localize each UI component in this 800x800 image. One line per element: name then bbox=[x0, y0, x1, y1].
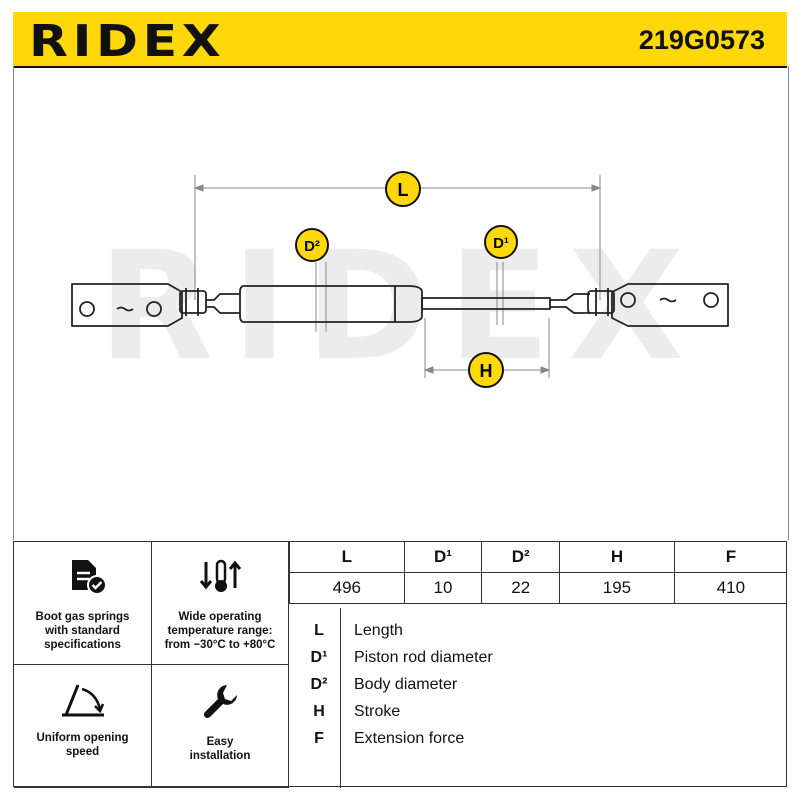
legend-description: Piston rod diameter bbox=[354, 649, 493, 666]
feature-standard-specs-text: Boot gas springs with standard specifica… bbox=[35, 611, 130, 651]
legend-code: D¹ bbox=[310, 649, 328, 666]
label-h: H bbox=[480, 361, 493, 381]
label-d1: D¹ bbox=[493, 235, 509, 252]
piston-rod bbox=[421, 297, 551, 310]
label-l: L bbox=[398, 180, 409, 200]
dim-value-d1: 10 bbox=[403, 572, 483, 604]
label-d2-badge bbox=[295, 228, 329, 262]
gas-spring-drawing: RIDEX L D² D¹ H bbox=[71, 171, 729, 394]
dimensions-legend: L Length D¹ Piston rod diameter D² Body … bbox=[289, 608, 787, 788]
legend-description: Extension force bbox=[354, 730, 465, 747]
dimensions-value-row: 496 10 22 195 410 bbox=[289, 572, 787, 604]
legend-row: H Stroke bbox=[289, 703, 787, 729]
body-diameter-dimension bbox=[315, 262, 327, 332]
legend-divider bbox=[340, 608, 341, 788]
legend-row: L Length bbox=[289, 622, 787, 648]
dim-value-h: 195 bbox=[559, 572, 675, 604]
dim-header-d2: D² bbox=[481, 542, 561, 573]
label-h-badge bbox=[468, 352, 504, 388]
legend-description: Stroke bbox=[354, 703, 401, 720]
legend-code: H bbox=[313, 703, 325, 720]
opening-angle-icon bbox=[62, 684, 105, 717]
dim-value-d2: 22 bbox=[481, 572, 561, 604]
drawing-frame bbox=[13, 66, 789, 540]
legend-code: D² bbox=[310, 676, 328, 693]
dim-header-h: H bbox=[559, 542, 675, 573]
legend-row: D² Body diameter bbox=[289, 676, 787, 702]
brand-logo: RIDEX bbox=[29, 16, 226, 67]
header-bar: RIDEX 219G0573 bbox=[13, 12, 787, 68]
dim-value-l: 496 bbox=[289, 572, 405, 604]
dim-header-l: L bbox=[289, 542, 405, 573]
temperature-arrows-icon bbox=[199, 559, 242, 592]
label-d1-badge bbox=[484, 225, 518, 259]
feature-opening-speed: Uniform opening speed bbox=[14, 665, 152, 788]
cylinder-body bbox=[239, 285, 423, 323]
feature-standard-specs: Boot gas springs with standard specifica… bbox=[14, 542, 152, 665]
feature-easy-installation: Easy installation bbox=[152, 665, 289, 788]
left-bracket bbox=[71, 283, 183, 327]
legend-code: L bbox=[314, 622, 324, 639]
legend-code: F bbox=[314, 730, 324, 747]
legend-description: Body diameter bbox=[354, 676, 458, 693]
label-d2: D² bbox=[304, 238, 320, 255]
legend-row: D¹ Piston rod diameter bbox=[289, 649, 787, 675]
part-number: 219G0573 bbox=[638, 25, 765, 55]
gas-spring bbox=[71, 283, 729, 327]
feature-opening-speed-text: Uniform opening speed bbox=[36, 732, 129, 758]
dim-header-f: F bbox=[673, 542, 787, 573]
feature-easy-installation-text: Easy installation bbox=[189, 736, 251, 762]
label-l-badge bbox=[385, 171, 421, 207]
right-bracket bbox=[611, 283, 729, 327]
legend-row: F Extension force bbox=[289, 730, 787, 756]
specification-panel: Boot gas springs with standard specifica… bbox=[13, 541, 787, 788]
feature-temperature-range: Wide operating temperature range: from −… bbox=[152, 542, 289, 665]
document-check-icon bbox=[72, 560, 107, 595]
rod-diameter-dimension bbox=[496, 262, 504, 325]
dim-header-d1: D¹ bbox=[403, 542, 483, 573]
dimensions-header-row: L D¹ D² H F bbox=[289, 542, 787, 573]
watermark: RIDEX bbox=[98, 220, 702, 394]
wrench-icon bbox=[203, 685, 237, 719]
feature-temperature-range-text: Wide operating temperature range: from −… bbox=[164, 611, 276, 651]
dim-value-f: 410 bbox=[673, 572, 787, 604]
legend-description: Length bbox=[354, 622, 403, 639]
dimensions-table: L D¹ D² H F 496 10 22 195 410 bbox=[289, 542, 787, 604]
